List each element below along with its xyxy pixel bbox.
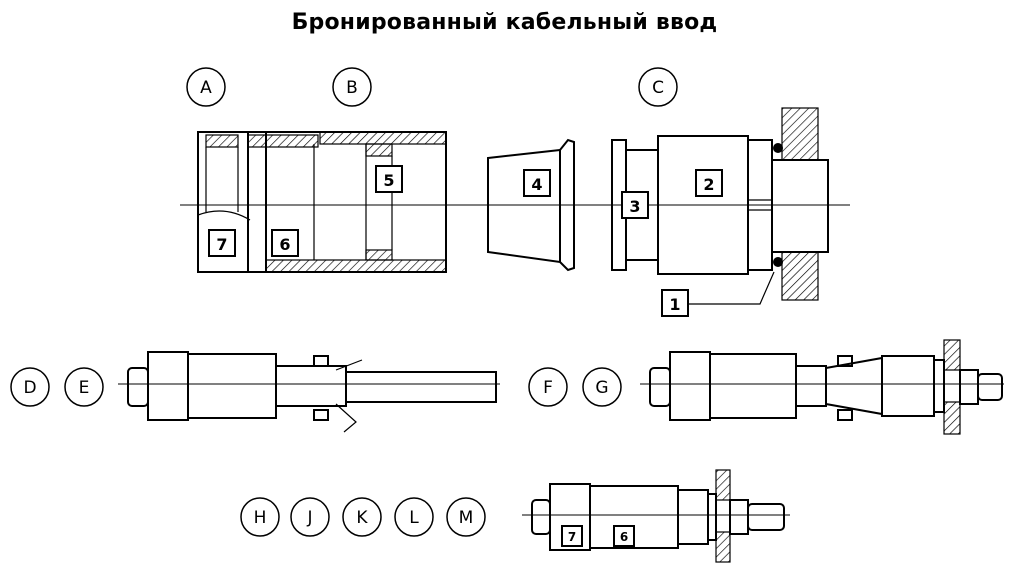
part-cone-4 (487, 138, 575, 272)
part-label-6: 6 (271, 229, 299, 257)
svg-text:H: H (254, 508, 267, 528)
svg-text:1: 1 (669, 295, 680, 314)
part-label-7: 7 (208, 229, 236, 257)
step-circle-k: K (342, 497, 382, 537)
svg-text:7: 7 (568, 530, 576, 544)
step-circle-m: M (446, 497, 486, 537)
svg-text:6: 6 (620, 530, 628, 544)
step-circle-f: F (528, 367, 568, 407)
svg-text:B: B (346, 78, 358, 98)
part-label-3: 3 (621, 191, 649, 219)
part-label-4: 4 (523, 169, 551, 197)
step-circle-j: J (290, 497, 330, 537)
svg-text:K: K (356, 508, 368, 528)
part-label-7-bottom: 7 (561, 525, 583, 547)
part-body-6 (247, 131, 447, 273)
svg-text:J: J (306, 508, 312, 528)
part-nut-7 (197, 131, 267, 273)
svg-text:C: C (652, 78, 664, 98)
assembly-de (118, 351, 500, 433)
svg-text:D: D (23, 378, 36, 398)
svg-text:F: F (543, 378, 553, 398)
part-label-6-bottom: 6 (613, 525, 635, 547)
step-circle-e: E (64, 367, 104, 407)
assembly-fg (640, 339, 1004, 435)
diagram-title: Бронированный кабельный ввод (291, 10, 718, 35)
step-circle-a: A (186, 67, 226, 107)
part-label-2: 2 (695, 169, 723, 197)
part-label-1: 1 (661, 289, 689, 317)
svg-text:A: A (200, 78, 212, 98)
step-circle-d: D (10, 367, 50, 407)
svg-text:G: G (595, 378, 608, 398)
step-circle-c: C (638, 67, 678, 107)
svg-text:5: 5 (383, 171, 394, 190)
leader-line-1 (688, 271, 775, 305)
svg-text:E: E (79, 378, 90, 398)
part-label-5: 5 (375, 165, 403, 193)
step-circle-h: H (240, 497, 280, 537)
step-circle-b: B (332, 67, 372, 107)
assembly-hjklm (522, 469, 790, 563)
svg-text:4: 4 (531, 175, 542, 194)
svg-text:6: 6 (279, 235, 290, 254)
step-circle-l: L (394, 497, 434, 537)
mounting-wall (781, 107, 819, 301)
svg-text:2: 2 (703, 175, 714, 194)
svg-text:L: L (409, 508, 419, 528)
svg-text:3: 3 (629, 197, 640, 216)
svg-text:7: 7 (216, 235, 227, 254)
svg-text:M: M (459, 508, 474, 528)
step-circle-g: G (582, 367, 622, 407)
